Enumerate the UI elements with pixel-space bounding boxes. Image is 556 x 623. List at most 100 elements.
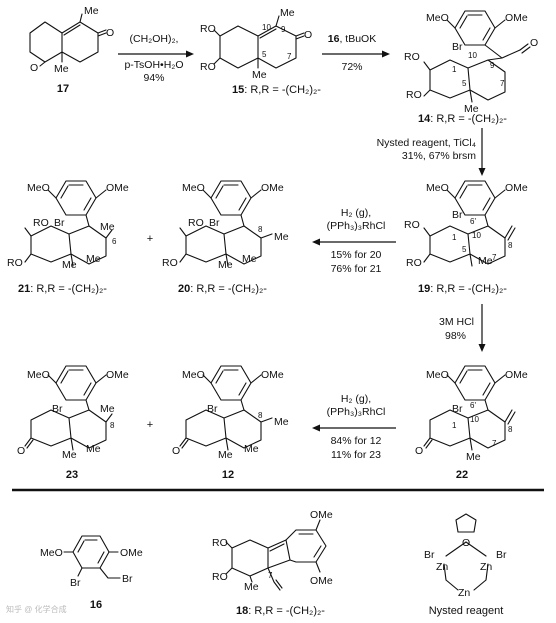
c12-label-7: Me — [218, 449, 233, 461]
r4-reagent-1: H₂ (g), — [341, 207, 371, 219]
compound-14: MeO OMe RO Br 10 O 1 9 5 7 RO Me 14: R,R… — [404, 10, 538, 125]
c22-label-3: 6' — [470, 401, 476, 410]
reaction-arrow-2: 16, tBuOK 72% — [322, 33, 390, 73]
c20-label-6: Me — [274, 231, 289, 243]
c18-label-2: RO — [212, 571, 228, 583]
c19-label-8: 5 — [462, 245, 467, 254]
compound-14-caption: 14: R,R = -(CH₂)₂- — [418, 113, 507, 125]
c17-label-1: Me — [84, 5, 99, 17]
compound-18: RO RO Me 7 OMe OMe 18: R,R = -(CH₂)₂- — [212, 509, 333, 617]
c14-label-12: Me — [464, 103, 479, 115]
c15-label-8: 5 — [262, 50, 267, 59]
c14-label-7: 1 — [452, 65, 457, 74]
compound-19-caption: 19: R,R = -(CH₂)₂- — [418, 283, 507, 295]
compound-23: MeO OMe Br Me 8 O Me Me 23 — [17, 365, 129, 481]
compound-15: RO RO Me O Me 10 9 5 7 15: R,R = -(CH₂)₂… — [200, 7, 321, 96]
c21-label-7: RO — [7, 257, 23, 269]
nysted-label-6: Zn — [458, 587, 470, 599]
c19-label-12: 7 — [492, 253, 497, 262]
compound-15-caption: 15: R,R = -(CH₂)₂- — [232, 84, 321, 96]
c20-label-4: Br — [209, 217, 220, 229]
c14-label-8: 9 — [490, 61, 495, 70]
nysted-label-3: Br — [496, 549, 507, 561]
r3-yield: 31%, 67% brsm — [402, 150, 476, 162]
r3-reagent: Nysted reagent, TiCl₄ — [377, 137, 476, 149]
reaction-arrow-1: (CH₂OH)₂, p-TsOH•H₂O 94% — [118, 33, 194, 84]
r1-reagent-2: p-TsOH•H₂O — [124, 59, 183, 71]
compound-20-caption: 20: R,R = -(CH₂)₂- — [178, 283, 267, 295]
compound-16: MeO OMe Br Br 16 — [40, 535, 143, 611]
r2-yield: 72% — [341, 61, 362, 73]
c14-label-1: MeO — [426, 12, 449, 24]
plus-sign-1: + — [147, 233, 153, 245]
c12-label-6: O — [172, 445, 180, 457]
nysted-label-2: Br — [424, 549, 435, 561]
compound-12: MeO OMe Br 8 Me O Me Me 12 — [172, 365, 289, 481]
nysted-caption: Nysted reagent — [429, 605, 504, 617]
c18-label-4: 7 — [268, 571, 273, 580]
c21-label-4: Br — [54, 217, 65, 229]
c23-label-6: O — [17, 445, 25, 457]
c14-label-11: RO — [406, 89, 422, 101]
c18-label-6: OMe — [310, 575, 333, 587]
c20-label-5: 8 — [258, 225, 263, 234]
c19-label-1: MeO — [426, 182, 449, 194]
c21-label-9: Me — [86, 253, 101, 265]
c23-label-3: Br — [52, 403, 63, 415]
compound-22: MeO OMe 6' Br 10 1 8 O Me 7 22 — [415, 365, 528, 481]
c23-label-2: OMe — [106, 369, 129, 381]
c20-label-8: Me — [218, 259, 233, 271]
c21-label-2: OMe — [106, 182, 129, 194]
c19-label-7: 1 — [452, 233, 457, 242]
c12-label-8: Me — [244, 443, 259, 455]
c21-label-6: 6 — [112, 237, 117, 246]
c12-label-1: MeO — [182, 369, 205, 381]
c14-label-4: Br — [452, 41, 463, 53]
c14-label-5: 10 — [468, 51, 477, 60]
c19-label-2: OMe — [505, 182, 528, 194]
c23-label-7: Me — [62, 449, 77, 461]
c18-label-5: OMe — [310, 509, 333, 521]
c19-label-6: 10 — [472, 231, 481, 240]
c16-label-3: Br — [70, 577, 81, 589]
reaction-arrow-3: Nysted reagent, TiCl₄ 31%, 67% brsm — [377, 128, 486, 176]
compound-23-number: 23 — [66, 469, 78, 481]
nysted-reagent: O Br Br Zn Zn Zn Nysted reagent — [424, 513, 507, 617]
c19-label-4: RO — [404, 219, 420, 231]
c12-label-5: Me — [274, 416, 289, 428]
c14-label-6: O — [530, 37, 538, 49]
plus-sign-2: + — [147, 419, 153, 431]
compound-19: MeO OMe 6' RO Br 10 1 5 8 RO Me 7 19: R,… — [404, 180, 528, 295]
r5-yield: 98% — [445, 330, 466, 342]
r6-yield-1: 84% for 12 — [331, 435, 382, 447]
c20-label-2: OMe — [261, 182, 284, 194]
r4-yield-2: 76% for 21 — [331, 263, 382, 275]
c21-label-3: RO — [33, 217, 49, 229]
c21-label-1: MeO — [27, 182, 50, 194]
c17-label-4: Me — [54, 63, 69, 75]
reaction-arrow-5: 3M HCl 98% — [439, 304, 486, 352]
c14-label-2: OMe — [505, 12, 528, 24]
c16-label-1: MeO — [40, 547, 63, 559]
c22-label-5: 10 — [470, 415, 479, 424]
r6-reagent-2: (PPh₃)₃RhCl — [327, 406, 386, 418]
c16-label-2: OMe — [120, 547, 143, 559]
c22-label-2: OMe — [505, 369, 528, 381]
r4-reagent-2: (PPh₃)₃RhCl — [327, 220, 386, 232]
c22-label-1: MeO — [426, 369, 449, 381]
r6-reagent-1: H₂ (g), — [341, 393, 371, 405]
c19-label-5: Br — [452, 209, 463, 221]
r6-yield-2: 11% for 23 — [331, 449, 381, 461]
compound-18-caption: 18: R,R = -(CH₂)₂- — [236, 605, 325, 617]
c20-label-9: Me — [242, 253, 257, 265]
c15-label-3: Me — [280, 7, 295, 19]
reaction-arrow-6: H₂ (g), (PPh₃)₃RhCl 84% for 12 11% for 2… — [312, 393, 396, 461]
c14-label-9: 5 — [462, 79, 467, 88]
c22-label-8: O — [415, 445, 423, 457]
c22-label-10: 7 — [492, 439, 497, 448]
c22-label-4: Br — [452, 403, 463, 415]
c15-label-1: RO — [200, 23, 216, 35]
c12-label-3: Br — [207, 403, 218, 415]
c22-label-7: 8 — [508, 425, 513, 434]
